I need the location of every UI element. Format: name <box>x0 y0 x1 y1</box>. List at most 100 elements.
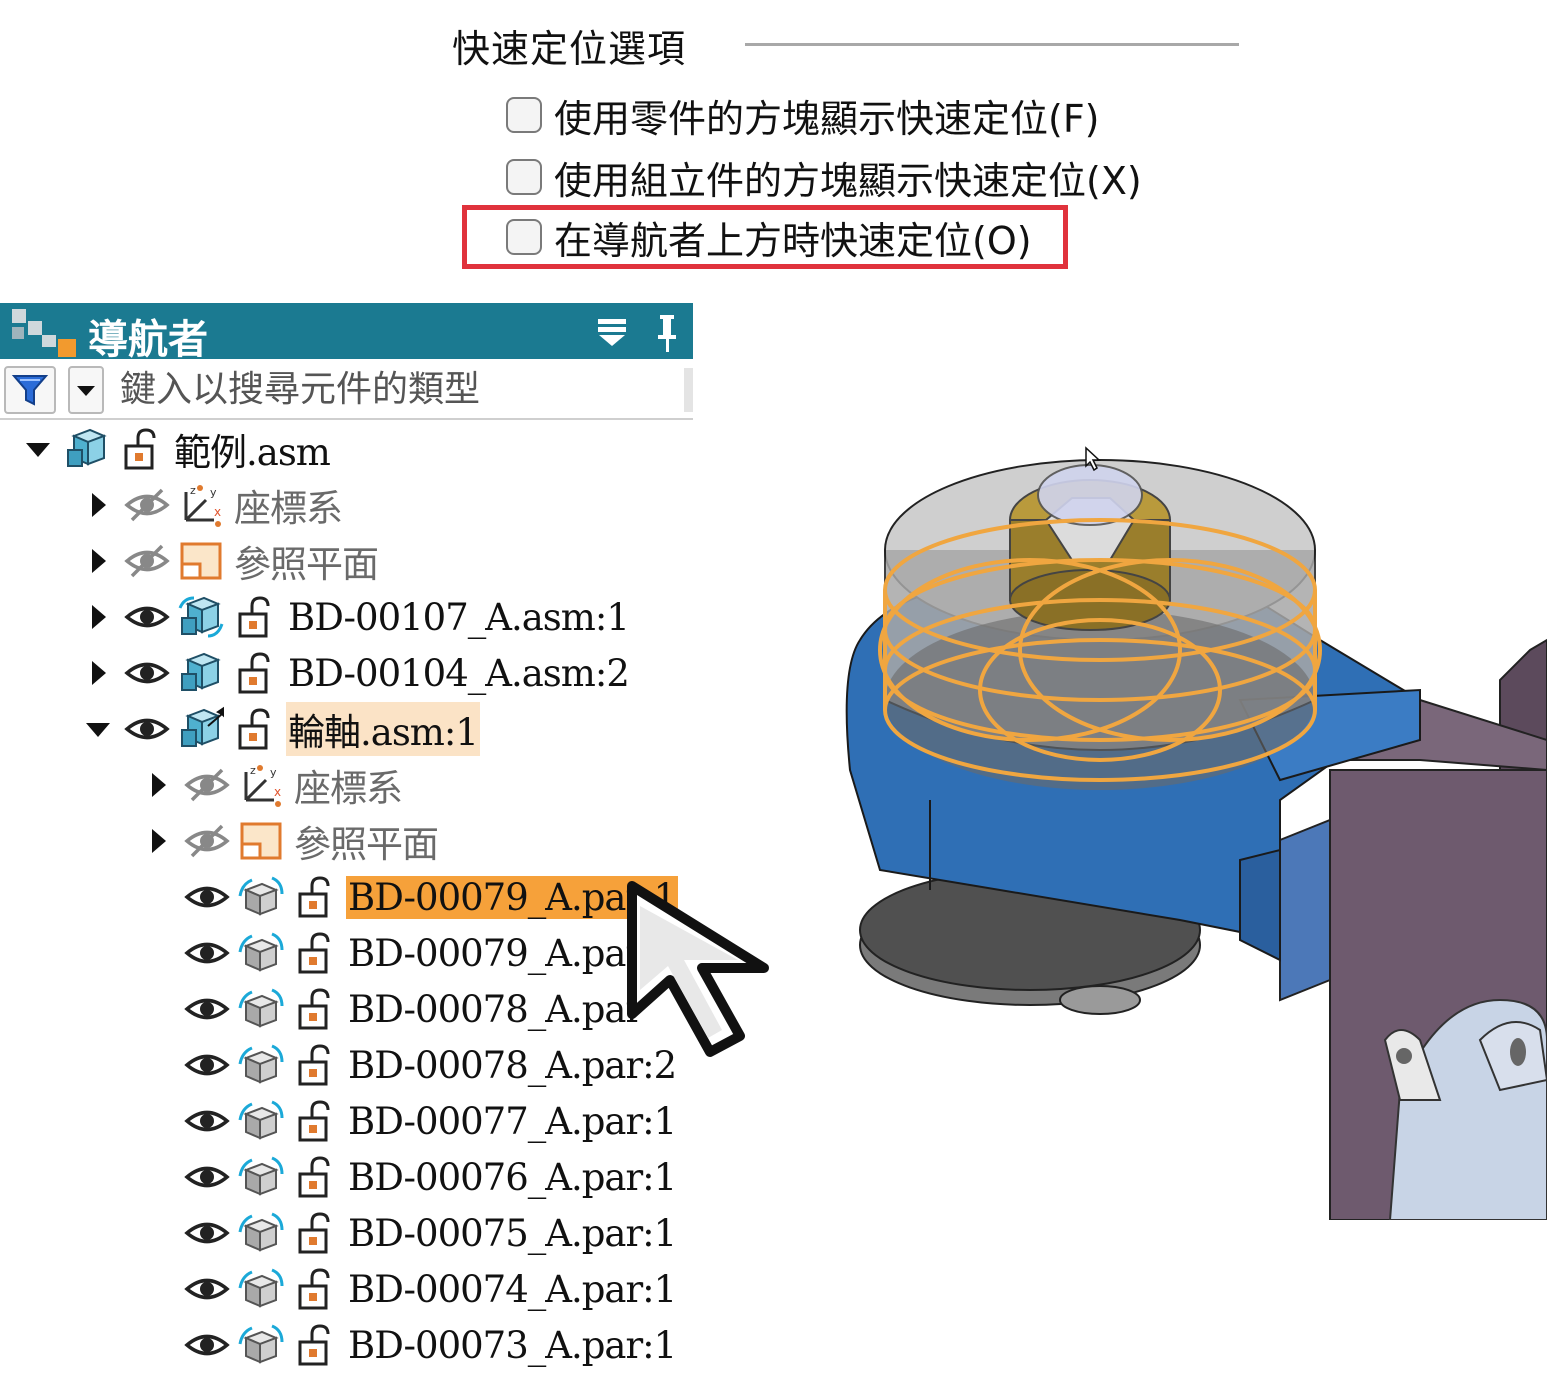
lock-icon[interactable] <box>232 706 278 752</box>
expand-toggle[interactable] <box>84 541 112 581</box>
option-part-box-display[interactable]: 使用零件的方塊顯示快速定位(F) <box>506 90 1100 141</box>
reference-plane-icon <box>238 818 284 864</box>
tree-item-label: BD-00104_A.asm:2 <box>288 651 630 695</box>
navigator-header: 導航者 <box>0 303 693 363</box>
tree-item-subassembly[interactable]: BD-00107_A.asm:1 <box>84 589 631 645</box>
navigator-hover-checkbox[interactable] <box>506 219 542 255</box>
tree-item-subassembly[interactable]: BD-00104_A.asm:2 <box>84 645 631 701</box>
tree-item-part[interactable]: BD-00076_A.par:1 <box>144 1149 678 1205</box>
assembly-icon <box>178 650 224 696</box>
menu-dropdown-icon[interactable] <box>596 317 628 347</box>
part-box-display-checkbox[interactable] <box>506 97 542 133</box>
eye-icon[interactable] <box>184 1098 230 1144</box>
tree-item-part[interactable]: BD-00078_A.par <box>144 981 644 1037</box>
tree-item-label: BD-00079_A.par:1 <box>346 875 679 919</box>
tree-item-root-assembly[interactable]: 範例.asm <box>24 421 332 477</box>
tree-item-label: BD-00075_A.par:1 <box>348 1211 677 1255</box>
lock-icon[interactable] <box>292 1266 338 1312</box>
eye-icon[interactable] <box>184 930 230 976</box>
part-link-icon <box>238 930 284 976</box>
tree-item-label: 輪軸.asm:1 <box>286 702 480 756</box>
lock-icon[interactable] <box>292 1322 338 1368</box>
subassembly-link-icon <box>178 594 224 640</box>
option-navigator-hover[interactable]: 在導航者上方時快速定位(O) <box>506 212 1032 263</box>
tree-item-label: 座標系 <box>234 487 343 530</box>
eye-hidden-icon[interactable] <box>124 538 170 584</box>
quick-pick-title: 快速定位選項 <box>452 27 687 71</box>
lock-icon[interactable] <box>232 594 278 640</box>
part-link-icon <box>238 1042 284 1088</box>
expand-toggle[interactable] <box>144 765 172 805</box>
eye-hidden-icon[interactable] <box>184 762 230 808</box>
expand-toggle[interactable] <box>144 821 172 861</box>
eye-hidden-icon[interactable] <box>124 482 170 528</box>
tree-item-part[interactable]: BD-00077_A.par:1 <box>144 1093 678 1149</box>
part-link-icon <box>238 1154 284 1200</box>
tree-item-active-assembly[interactable]: 輪軸.asm:1 <box>84 701 480 757</box>
navigator-hover-label: 在導航者上方時快速定位(O) <box>554 218 1032 263</box>
assembly-icon <box>64 426 110 472</box>
lock-icon[interactable] <box>118 426 164 472</box>
expand-toggle[interactable] <box>24 429 52 469</box>
section-divider <box>745 43 1239 46</box>
eye-icon[interactable] <box>184 1210 230 1256</box>
eye-icon[interactable] <box>184 874 230 920</box>
expand-toggle[interactable] <box>84 485 112 525</box>
tree-item-label: BD-00076_A.par:1 <box>348 1155 677 1199</box>
lock-icon[interactable] <box>292 874 338 920</box>
tree-item-part[interactable]: BD-00075_A.par:1 <box>144 1205 678 1261</box>
part-link-icon <box>238 1266 284 1312</box>
coordinate-system-icon <box>178 482 224 528</box>
reference-plane-icon <box>178 538 224 584</box>
part-box-display-label: 使用零件的方塊顯示快速定位(F) <box>554 96 1100 141</box>
assembly-box-display-checkbox[interactable] <box>506 159 542 195</box>
lock-icon[interactable] <box>292 1098 338 1144</box>
tree-item-label: BD-00077_A.par:1 <box>348 1099 677 1143</box>
tree-item-part[interactable]: BD-00079_A.par:1 <box>144 869 679 925</box>
tree-item-reference-planes[interactable]: 參照平面 <box>84 533 380 589</box>
eye-icon[interactable] <box>184 1266 230 1312</box>
eye-icon[interactable] <box>184 986 230 1032</box>
tree-item-label: BD-00078_A.par <box>348 987 643 1031</box>
pin-icon[interactable] <box>656 313 678 353</box>
search-scrollbar[interactable] <box>684 368 693 412</box>
model-viewport[interactable] <box>800 440 1547 1220</box>
tree-item-coordinate-systems[interactable]: 座標系 <box>144 757 404 813</box>
tree-item-label: BD-00107_A.asm:1 <box>288 595 630 639</box>
active-assembly-icon <box>178 706 224 752</box>
tree-item-part[interactable]: BD-00079_A.par: <box>144 925 656 981</box>
option-assembly-box-display[interactable]: 使用組立件的方塊顯示快速定位(X) <box>506 152 1142 203</box>
lock-icon[interactable] <box>292 930 338 976</box>
expand-toggle[interactable] <box>84 709 112 749</box>
tree-item-label: BD-00074_A.par:1 <box>348 1267 677 1311</box>
eye-icon[interactable] <box>184 1322 230 1368</box>
expand-toggle[interactable] <box>84 597 112 637</box>
highlight-box <box>462 205 1068 269</box>
lock-icon[interactable] <box>292 1042 338 1088</box>
tree-item-label: BD-00079_A.par: <box>348 931 655 975</box>
eye-icon[interactable] <box>124 594 170 640</box>
tree-item-part[interactable]: BD-00073_A.par:1 <box>144 1317 678 1373</box>
eye-icon[interactable] <box>184 1042 230 1088</box>
eye-icon[interactable] <box>124 706 170 752</box>
expand-toggle[interactable] <box>84 653 112 693</box>
search-input[interactable] <box>114 364 696 414</box>
filter-button[interactable] <box>4 366 56 414</box>
eye-hidden-icon[interactable] <box>184 818 230 864</box>
mouse-cursor-icon <box>627 881 769 1057</box>
eye-icon[interactable] <box>184 1154 230 1200</box>
part-link-icon <box>238 1098 284 1144</box>
tree-item-label: 範例.asm <box>174 431 331 474</box>
tree-item-label: BD-00078_A.par:2 <box>348 1043 677 1087</box>
filter-dropdown-button[interactable] <box>68 366 104 414</box>
tree-item-part[interactable]: BD-00074_A.par:1 <box>144 1261 678 1317</box>
lock-icon[interactable] <box>292 986 338 1032</box>
tree-item-part[interactable]: BD-00078_A.par:2 <box>144 1037 678 1093</box>
tree-item-reference-planes[interactable]: 參照平面 <box>144 813 440 869</box>
part-link-icon <box>238 874 284 920</box>
lock-icon[interactable] <box>292 1154 338 1200</box>
eye-icon[interactable] <box>124 650 170 696</box>
lock-icon[interactable] <box>292 1210 338 1256</box>
tree-item-coordinate-systems[interactable]: 座標系 <box>84 477 344 533</box>
lock-icon[interactable] <box>232 650 278 696</box>
